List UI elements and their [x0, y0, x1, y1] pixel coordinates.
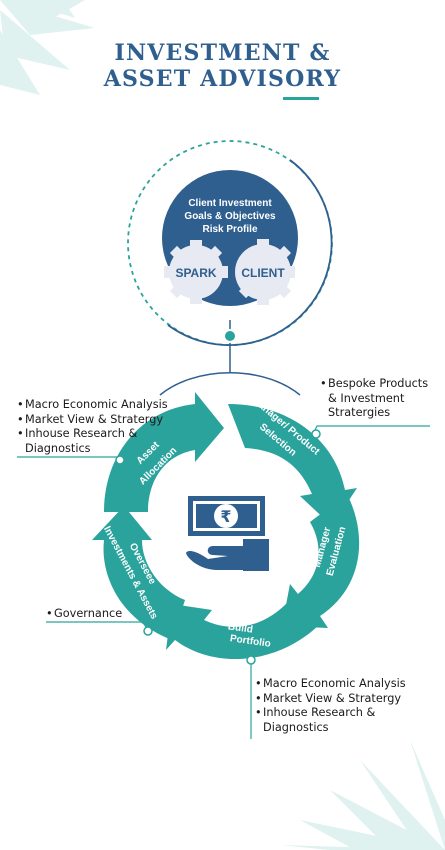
note-item: Inhouse Research & Diagnostics: [255, 706, 381, 735]
title-line-1: INVESTMENT &: [114, 40, 331, 66]
leaf-decoration-icon: [280, 740, 445, 850]
note-connector-governance: [46, 621, 149, 632]
center-text-3: Risk Profile: [202, 224, 257, 235]
solid-arc: [167, 159, 333, 346]
gear-icon: [235, 239, 295, 305]
center-text-1: Client Investment: [188, 198, 272, 209]
rupee-note-icon: ₹: [188, 496, 265, 536]
note-item: Macro Economic Analysis: [17, 398, 168, 413]
title-underline: [283, 97, 319, 100]
title-line-2: ASSET ADVISORY: [103, 66, 342, 92]
note-connector-top-right: [312, 425, 430, 435]
hand-icon: [186, 539, 269, 571]
note-bottom: Macro Economic Analysis Market View & St…: [255, 677, 435, 735]
gear-label-spark: SPARK: [175, 266, 216, 280]
note-item: Governance: [46, 607, 122, 622]
note-item: Bespoke Products & Investment Stratergie…: [320, 377, 438, 421]
note-connector-top-left: [17, 456, 126, 464]
note-top-right: Bespoke Products & Investment Stratergie…: [320, 377, 438, 421]
gear-icon: [164, 240, 228, 304]
connector-node: [223, 329, 237, 343]
arrow-manager-evaluation: [282, 494, 360, 628]
center-text-2: Goals & Objectives: [184, 211, 276, 222]
arrow-asset-allocation: [104, 392, 224, 512]
gear-label-client: CLIENT: [241, 266, 285, 280]
connector-arc: [159, 372, 301, 396]
leaf-decoration-icon: [0, 0, 95, 95]
note-item: Macro Economic Analysis: [255, 677, 435, 692]
note-item: Market View & Stratergy: [255, 692, 435, 707]
note-governance: Governance: [46, 607, 122, 622]
arrow-manager-selection: [228, 404, 357, 526]
cycle-arrows: [92, 392, 360, 660]
arrow-build-portfolio: [166, 600, 322, 660]
note-top-left: Macro Economic Analysis Market View & St…: [17, 398, 168, 456]
arrow-oversee: [92, 506, 185, 640]
svg-text:₹: ₹: [220, 507, 231, 526]
note-item: Inhouse Research & Diagnostics: [17, 427, 140, 456]
note-item: Market View & Stratergy: [17, 413, 168, 428]
label-build-line1: Build: [227, 621, 253, 635]
